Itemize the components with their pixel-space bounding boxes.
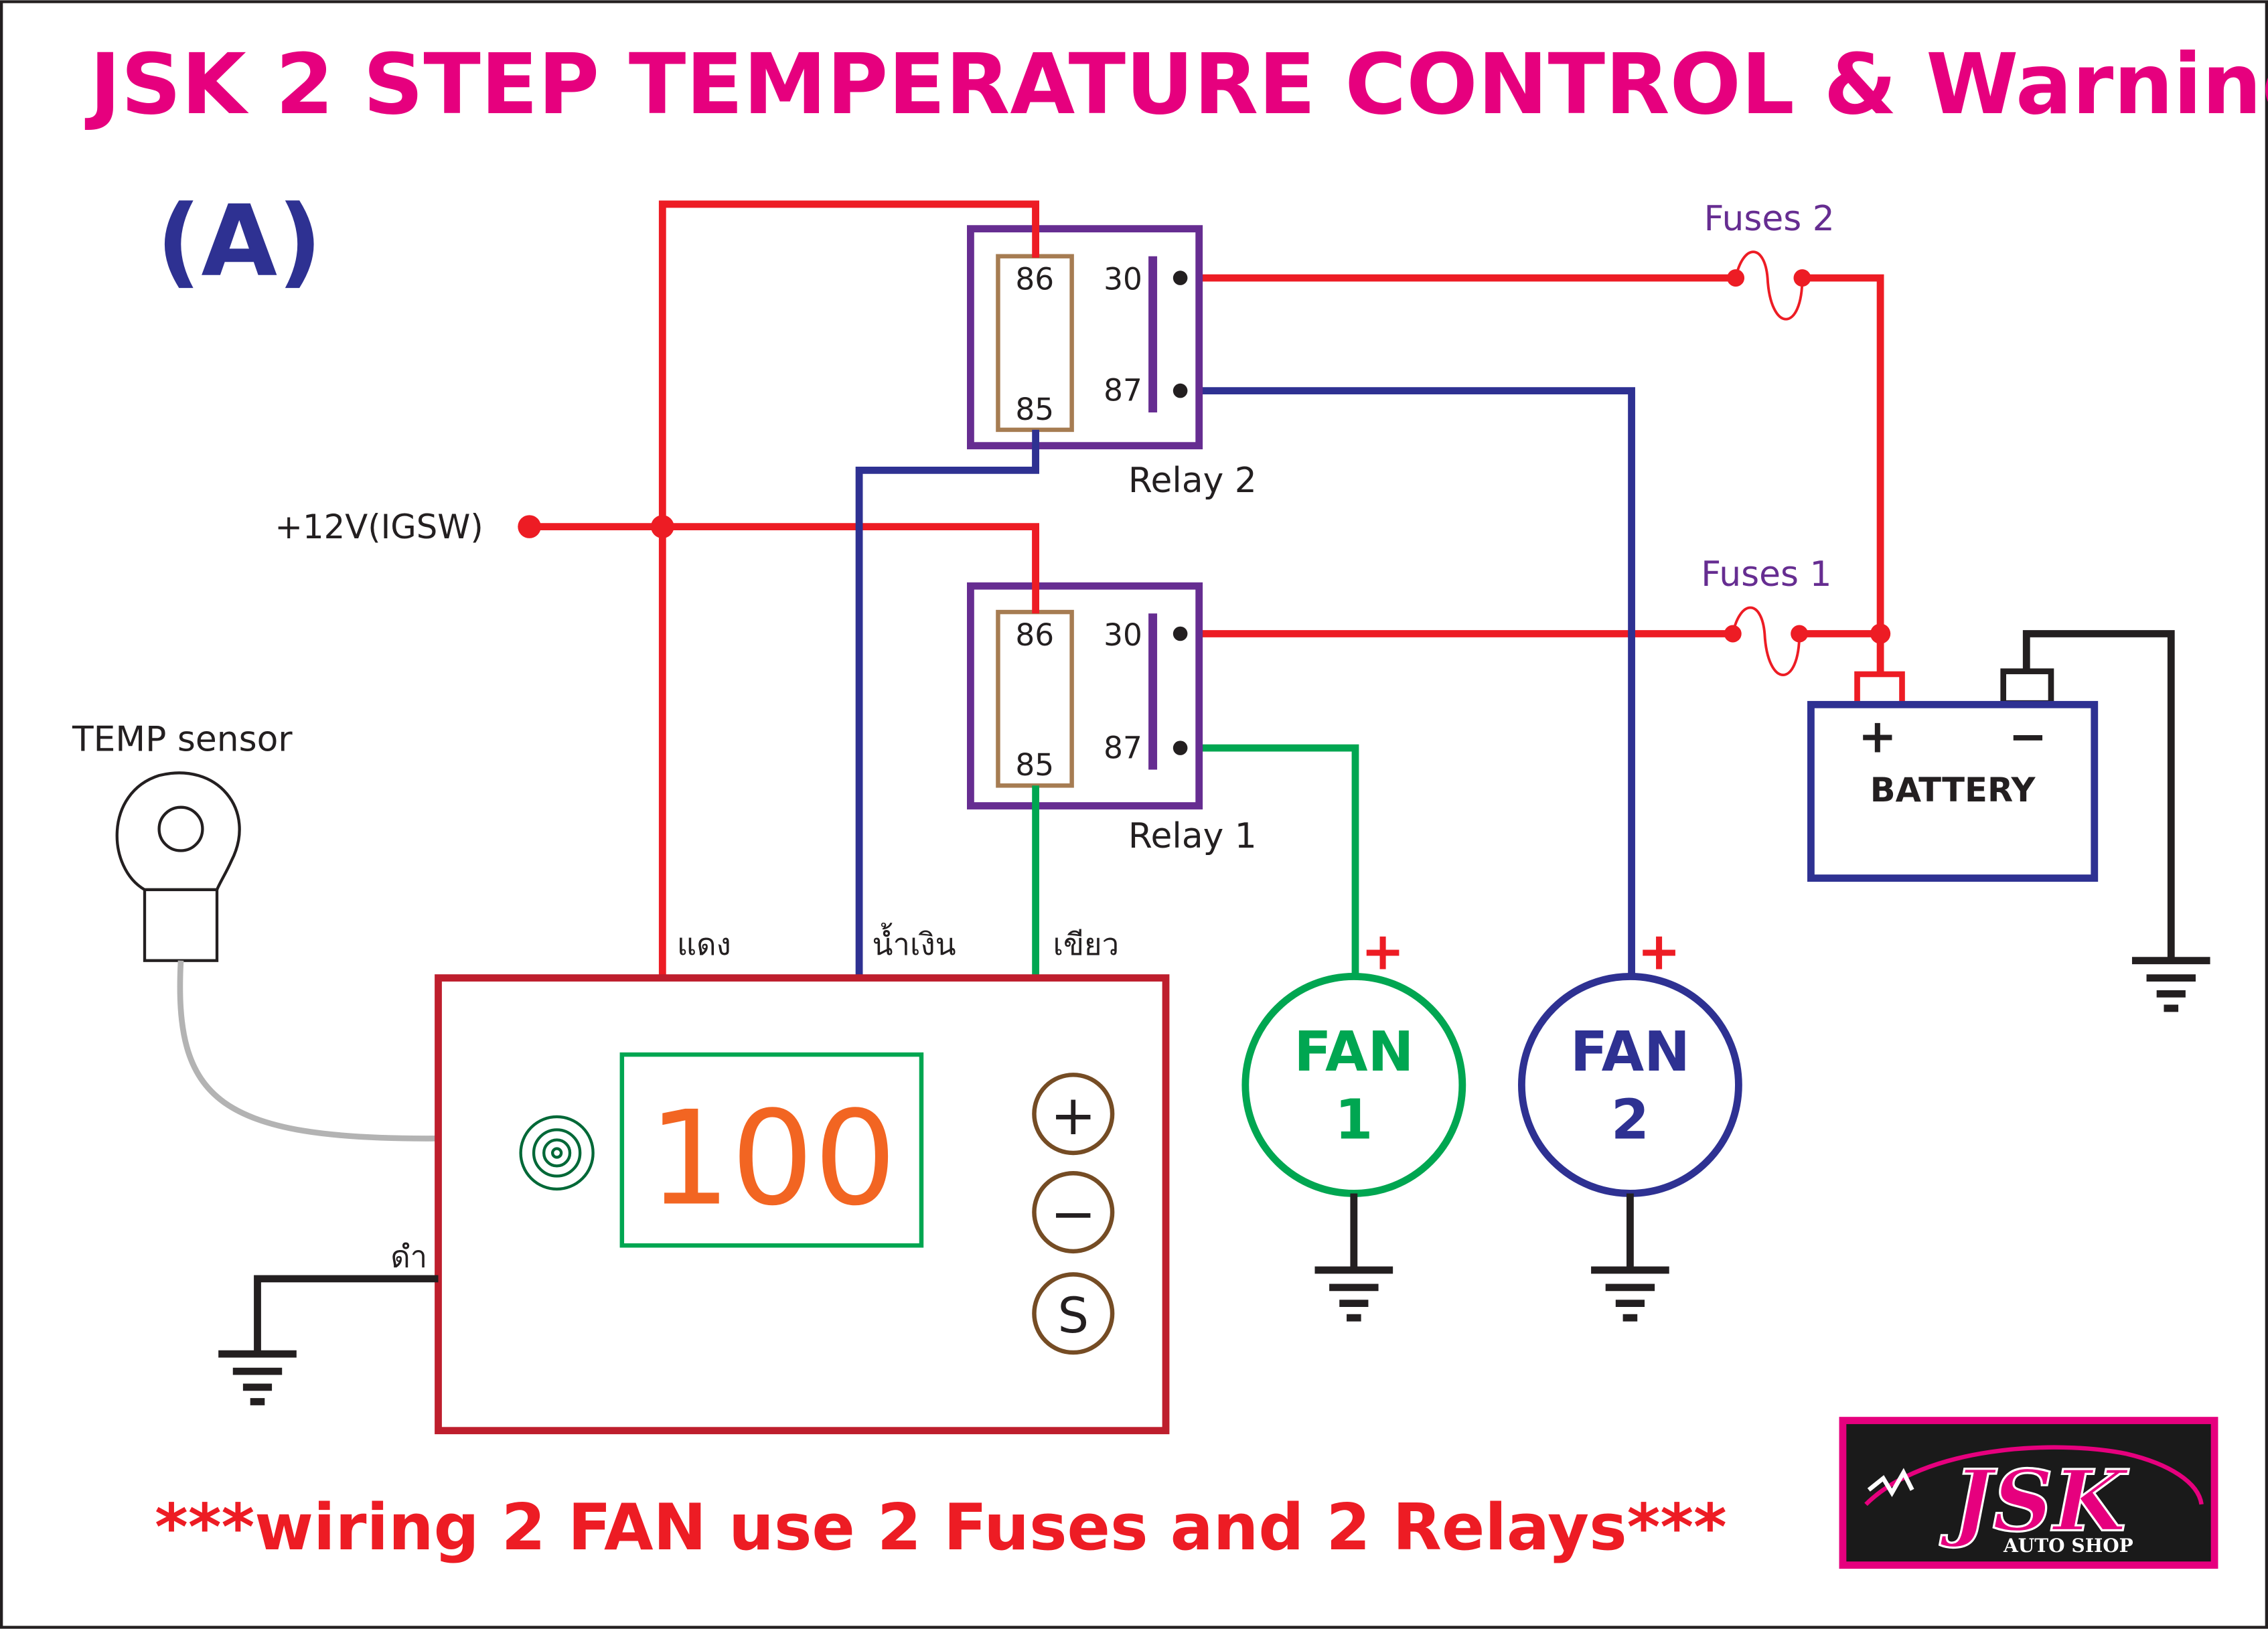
fan2-number: 2 bbox=[1611, 1088, 1649, 1152]
logo-pulse-icon bbox=[1867, 1468, 1914, 1497]
fan1-number: 1 bbox=[1335, 1088, 1373, 1152]
wire-junction-dot bbox=[651, 515, 674, 538]
fuse2-terminal-left bbox=[1727, 269, 1745, 287]
fuse2-to-battery-wire bbox=[1802, 274, 1884, 674]
fan2-ground-icon bbox=[1591, 1266, 1669, 1322]
minus-button-label: − bbox=[1050, 1182, 1096, 1246]
controller: 100 + − S bbox=[435, 974, 1170, 1435]
logo-sub-text: AUTO SHOP bbox=[2003, 1535, 2133, 1557]
set-button[interactable] bbox=[1032, 1272, 1115, 1355]
fuse2-terminal-right bbox=[1793, 269, 1811, 287]
fan2-label: FAN bbox=[1570, 1020, 1690, 1084]
battery: + − BATTERY bbox=[1807, 630, 2175, 958]
ignition-terminal-dot bbox=[518, 515, 541, 538]
green-wires bbox=[1032, 744, 1359, 978]
temp-sensor-cable bbox=[177, 960, 439, 1142]
fan2-circle bbox=[1518, 973, 1742, 1197]
relay1-pin87-label: 87 bbox=[1104, 730, 1142, 765]
temp-sensor-hole bbox=[157, 805, 204, 852]
relay2-pin87-label: 87 bbox=[1104, 373, 1142, 408]
variant-label: (A) bbox=[156, 184, 322, 299]
battery-label: BATTERY bbox=[1870, 771, 2036, 809]
fuse2-symbol bbox=[1734, 250, 1804, 321]
set-button-label: S bbox=[1057, 1288, 1089, 1344]
relay1-coil bbox=[996, 609, 1074, 788]
diagram-title: JSK 2 STEP TEMPERATURE CONTROL & Warning bbox=[84, 35, 2268, 133]
temp-sensor-crimp bbox=[143, 888, 219, 962]
relay2-pin30-label: 30 bbox=[1104, 261, 1142, 297]
green-wire-label: เขียว bbox=[1053, 927, 1120, 962]
ignition-label: +12V(IGSW) bbox=[275, 508, 483, 546]
battery-junction-dot bbox=[1870, 623, 1891, 644]
relay2-pin85-label: 85 bbox=[1015, 392, 1054, 427]
fan1-circle bbox=[1241, 973, 1466, 1197]
fan-1: FAN 1 + bbox=[1241, 922, 1466, 1267]
relay2-pin30-dot bbox=[1173, 270, 1188, 285]
blue-wire-label: น้ำเงิน bbox=[873, 923, 956, 962]
battery-minus-sign: − bbox=[2008, 710, 2047, 764]
jsk-logo: JSK AUTO SHOP bbox=[1839, 1417, 2218, 1569]
relay1-87-to-fan1-wire bbox=[1180, 744, 1359, 978]
red-wire-label: แดง bbox=[677, 927, 731, 962]
battery-positive-terminal bbox=[1854, 671, 1905, 708]
relay1-pin30-label: 30 bbox=[1104, 617, 1142, 653]
fuse1-terminal-left bbox=[1724, 625, 1742, 643]
relay-2: 86 85 30 87 Relay 2 bbox=[967, 204, 1257, 501]
battery-plus-sign: + bbox=[1858, 710, 1897, 764]
fan1-plus-sign: + bbox=[1361, 922, 1404, 982]
fuse2-label: Fuses 2 bbox=[1704, 199, 1835, 239]
relay2-pin87-dot bbox=[1173, 383, 1188, 398]
temp-sensor bbox=[115, 771, 439, 1142]
relay2-87-to-fan2-wire bbox=[1180, 387, 1635, 981]
plus-button[interactable] bbox=[1032, 1073, 1115, 1156]
logo-car-outline bbox=[1864, 1445, 2204, 1506]
black-wire-label: ดำ bbox=[390, 1239, 427, 1275]
relay1-pin86-label: 86 bbox=[1015, 617, 1054, 653]
fuse1-symbol bbox=[1731, 606, 1801, 676]
temp-sensor-label: TEMP sensor bbox=[72, 719, 293, 759]
relay1-pin30-dot bbox=[1173, 626, 1188, 641]
fan-2: FAN 2 + bbox=[1518, 922, 1742, 1267]
temperature-value: 100 bbox=[648, 1083, 897, 1235]
battery-body bbox=[1807, 700, 2099, 882]
battery-ground-wire bbox=[2022, 630, 2175, 958]
battery-ground-icon bbox=[2131, 957, 2210, 1012]
controller-ground-wire bbox=[254, 1275, 439, 1351]
fuse1-label: Fuses 1 bbox=[1701, 554, 1831, 595]
minus-button[interactable] bbox=[1032, 1170, 1115, 1254]
logo-main-text: JSK bbox=[1939, 1452, 2129, 1551]
plus-button-label: + bbox=[1050, 1084, 1096, 1148]
buzzer-icon bbox=[519, 1115, 595, 1191]
relay-1: 86 85 30 87 Relay 1 bbox=[967, 526, 1257, 856]
relay2-pin86-label: 86 bbox=[1015, 261, 1054, 297]
battery-negative-terminal bbox=[2000, 668, 2054, 706]
fan1-ground-icon bbox=[1314, 1266, 1393, 1322]
fuse1-terminal-right bbox=[1791, 625, 1809, 643]
logo-frame bbox=[1839, 1417, 2218, 1569]
footer-note: ***wiring 2 FAN use 2 Fuses and 2 Relays… bbox=[155, 1491, 1727, 1565]
relay1-pin85-label: 85 bbox=[1015, 747, 1054, 783]
relay1-name: Relay 1 bbox=[1128, 816, 1257, 856]
fan2-plus-sign: + bbox=[1637, 922, 1681, 982]
fan1-label: FAN bbox=[1294, 1020, 1414, 1084]
controller-ground-icon bbox=[218, 1350, 297, 1405]
temperature-display bbox=[619, 1052, 924, 1248]
relay1-pin87-dot bbox=[1173, 741, 1188, 755]
relay2-name: Relay 2 bbox=[1128, 461, 1257, 501]
